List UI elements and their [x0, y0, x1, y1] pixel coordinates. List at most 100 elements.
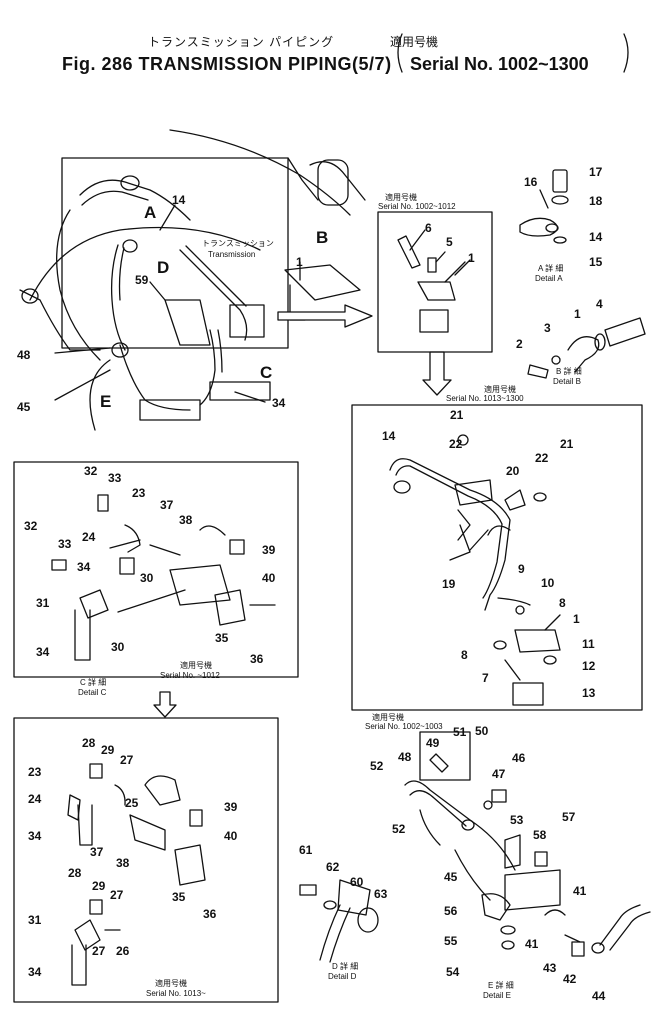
detail-a-label: Detail A [535, 274, 563, 283]
part-number: 60 [350, 875, 364, 889]
part-number: 37 [90, 845, 104, 859]
callout-d: D [157, 258, 170, 277]
part-number: 31 [28, 913, 42, 927]
part-number: 53 [510, 813, 524, 827]
detail-b-art [527, 317, 646, 379]
part-number: 32 [84, 464, 98, 478]
part-number: 34 [77, 560, 91, 574]
detail-c2-frame [13, 717, 279, 1003]
part-number: 63 [374, 887, 388, 901]
part-number: 33 [58, 537, 72, 551]
part-number: 14 [172, 193, 186, 207]
part-number: 56 [444, 904, 458, 918]
part-number: 2 [516, 337, 523, 351]
part-number: 39 [262, 543, 276, 557]
part-number: 29 [101, 743, 115, 757]
serial-label-jp: 適用号機 [385, 193, 417, 202]
part-number: 18 [589, 194, 603, 208]
serial-label: Serial No. ~1012 [160, 671, 220, 680]
callout-a: A [144, 203, 157, 222]
figure-title: Fig. 286 TRANSMISSION PIPING(5/7) [62, 54, 392, 74]
title-japanese: トランスミッション パイピング [148, 35, 335, 49]
serial-label: Serial No. 1013~1300 [446, 394, 524, 403]
serial-label: Serial No. 1013~ [146, 989, 206, 998]
detail-d-label: Detail D [328, 972, 357, 981]
part-number: 5 [446, 235, 453, 249]
detail-c-frame [13, 461, 299, 678]
part-number: 40 [224, 829, 238, 843]
part-number: 28 [68, 866, 82, 880]
part-number: 42 [563, 972, 577, 986]
detail-d-label-jp: D 詳 細 [332, 962, 359, 971]
part-number: 59 [135, 273, 149, 287]
detail-c-label: Detail C [78, 688, 107, 697]
part-number: 15 [589, 255, 603, 269]
part-number: 20 [506, 464, 520, 478]
part-number: 25 [125, 796, 139, 810]
part-number: 51 [453, 725, 467, 739]
part-number: 45 [444, 870, 458, 884]
part-number: 31 [36, 596, 50, 610]
detail-a-art [519, 169, 569, 244]
part-number: 21 [450, 408, 464, 422]
part-number: 40 [262, 571, 276, 585]
part-number: 22 [535, 451, 549, 465]
part-number: 1 [468, 251, 475, 265]
part-number: 21 [560, 437, 574, 451]
part-number: 61 [299, 843, 313, 857]
transmission-label-jp: トランスミッション [202, 239, 274, 248]
part-number: 1 [574, 307, 581, 321]
part-number: 16 [524, 175, 538, 189]
transmission-label: Transmission [208, 250, 256, 259]
part-number: 29 [92, 879, 106, 893]
part-number: 14 [382, 429, 396, 443]
detail-e-art [404, 731, 651, 957]
part-number: 37 [160, 498, 174, 512]
part-number: 58 [533, 828, 547, 842]
part-number: 24 [82, 530, 96, 544]
part-number: 46 [512, 751, 526, 765]
part-number: 23 [132, 486, 146, 500]
detail-b-label: Detail B [553, 377, 582, 386]
part-number: 34 [36, 645, 50, 659]
callout-c: C [260, 363, 273, 382]
part-number: 52 [392, 822, 406, 836]
part-number: 8 [461, 648, 468, 662]
part-number: 13 [582, 686, 596, 700]
part-number: 33 [108, 471, 122, 485]
part-number: 27 [92, 944, 106, 958]
part-number: 35 [215, 631, 229, 645]
part-number: 26 [116, 944, 130, 958]
part-number: 28 [82, 736, 96, 750]
part-number: 36 [250, 652, 264, 666]
part-number: 48 [398, 750, 412, 764]
part-number: 24 [28, 792, 42, 806]
part-number: 30 [111, 640, 125, 654]
detail-e-label: Detail E [483, 991, 512, 1000]
serial-label-jp: 適用号機 [180, 661, 212, 670]
part-number: 30 [140, 571, 154, 585]
part-number: 57 [562, 810, 576, 824]
part-number: 7 [482, 671, 489, 685]
detail-d-art [299, 879, 379, 963]
serial-range: Serial No. 1002~1300 [410, 54, 589, 74]
part-number: 35 [172, 890, 186, 904]
part-number: 8 [559, 596, 566, 610]
part-number: 39 [224, 800, 238, 814]
serial-label: Serial No. 1002~1012 [378, 202, 456, 211]
detail-c-label-jp: C 詳 細 [80, 678, 107, 687]
detail-a-label-jp: A 詳 細 [538, 264, 564, 273]
part-number: 44 [592, 989, 606, 1003]
part-number: 48 [17, 348, 31, 362]
main-view-art [19, 129, 452, 718]
part-number: 23 [28, 765, 42, 779]
part-number: 3 [544, 321, 551, 335]
part-number: 41 [573, 884, 587, 898]
serial-label-jp: 適用号機 [372, 713, 404, 722]
part-number: 34 [28, 965, 42, 979]
part-number: 34 [28, 829, 42, 843]
part-number: 27 [110, 888, 124, 902]
detail-1002-1012-frame [377, 211, 493, 353]
part-number: 38 [116, 856, 130, 870]
part-number: 45 [17, 400, 31, 414]
